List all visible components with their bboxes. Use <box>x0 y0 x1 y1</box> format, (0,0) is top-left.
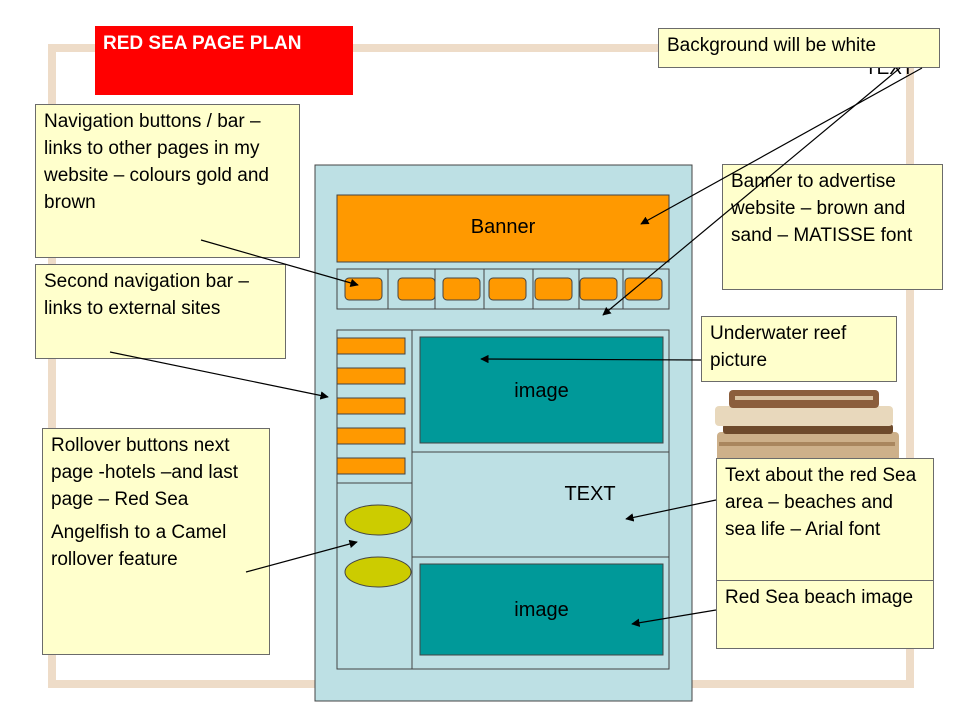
rollover-oval <box>344 504 412 536</box>
nav-button <box>397 277 436 301</box>
nav-button <box>624 277 663 301</box>
note-rollover-line-2: Angelfish to a Camel rollover feature <box>51 522 227 570</box>
note-rollover-line-1: Rollover buttons next page -hotels –and … <box>51 435 238 510</box>
image-top-label: image <box>514 380 569 402</box>
image-bottom-label: image <box>514 599 569 621</box>
sidebar-nav-button <box>336 367 406 385</box>
image-block-top <box>419 336 664 444</box>
nav-button <box>488 277 527 301</box>
note-beach: Red Sea beach image <box>716 580 934 649</box>
note-background: Background will be white <box>658 28 940 68</box>
nav-button <box>344 277 383 301</box>
banner-label: Banner <box>470 216 536 238</box>
nav-button <box>442 277 481 301</box>
note-banner: Banner to advertise website – brown and … <box>722 164 943 290</box>
sidebar-nav-button <box>336 427 406 445</box>
sidebar-nav-button <box>336 337 406 355</box>
book-stack-icon <box>715 390 899 466</box>
rollover-oval <box>344 556 412 588</box>
sidebar-nav-button <box>336 397 406 415</box>
note-reef: Underwater reef picture <box>701 316 897 382</box>
slide-title: RED SEA PAGE PLAN <box>95 26 353 95</box>
sidebar-nav-button <box>336 457 406 475</box>
note-text-area: Text about the red Sea area – beaches an… <box>716 458 934 582</box>
nav-button <box>534 277 573 301</box>
nav-button <box>579 277 618 301</box>
note-rollover: Rollover buttons next page -hotels –and … <box>42 428 270 655</box>
note-navigation: Navigation buttons / bar – links to othe… <box>35 104 300 258</box>
image-block-bottom <box>419 563 664 656</box>
text-area-label: TEXT <box>564 483 616 505</box>
note-second-navigation: Second navigation bar – links to externa… <box>35 264 286 359</box>
